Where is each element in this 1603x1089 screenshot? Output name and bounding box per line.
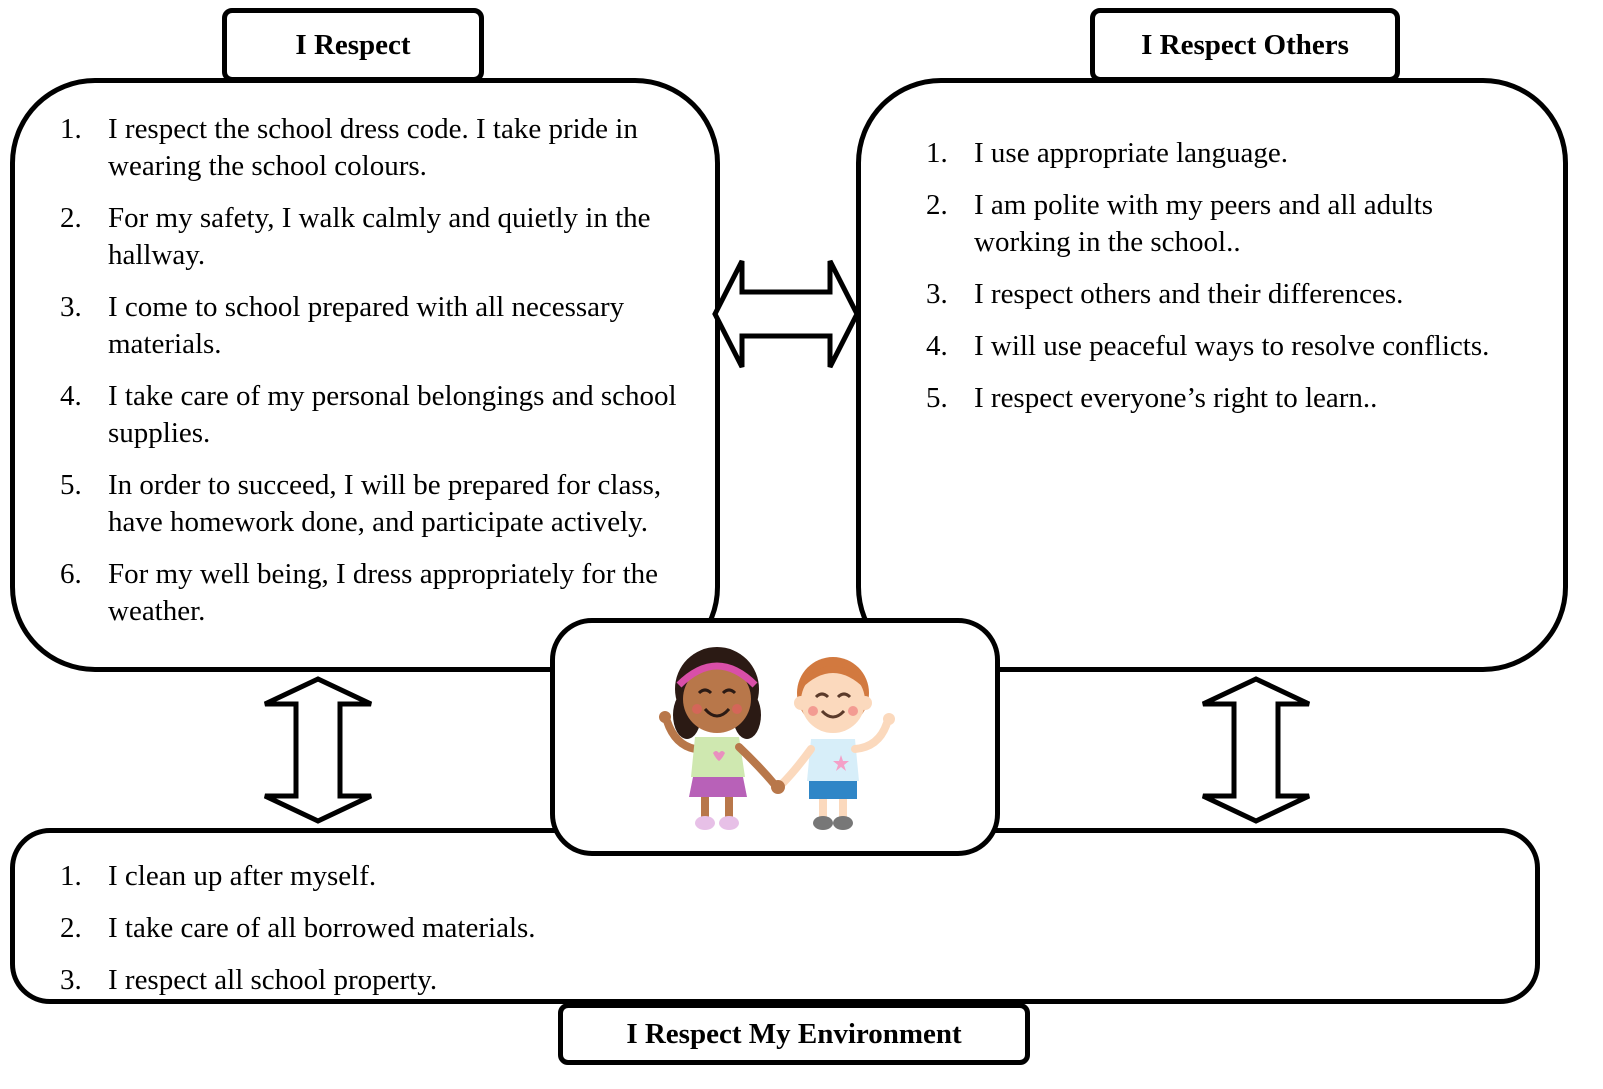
left-vertical-double-arrow-icon xyxy=(263,676,373,824)
list-item: 2.I am polite with my peers and all adul… xyxy=(926,189,1434,258)
others-title: I Respect Others xyxy=(1090,8,1400,82)
respect-list: 1.I respect the school dress code. I tak… xyxy=(60,111,680,645)
girl-icon xyxy=(659,647,779,830)
list-item: 2.I take care of all borrowed materials. xyxy=(60,912,536,944)
others-list: 1.I use appropriate language. 2.I am pol… xyxy=(926,135,1526,432)
respect-title: I Respect xyxy=(222,8,484,82)
list-item: 2.For my safety, I walk calmly and quiet… xyxy=(60,202,651,271)
horizontal-double-arrow-icon xyxy=(712,259,860,369)
environment-list: 1.I clean up after myself. 2.I take care… xyxy=(60,858,1260,999)
list-item: 1.I clean up after myself. xyxy=(60,860,377,892)
list-item: 4.I take care of my personal belongings … xyxy=(60,380,677,449)
right-vertical-double-arrow-icon xyxy=(1201,676,1311,824)
list-item: 1.I respect the school dress code. I tak… xyxy=(60,113,638,182)
environment-title: I Respect My Environment xyxy=(558,1003,1030,1065)
list-item: 3.I come to school prepared with all nec… xyxy=(60,291,625,360)
list-item: 4.I will use peaceful ways to resolve co… xyxy=(926,330,1490,362)
environment-box: 1.I clean up after myself. 2.I take care… xyxy=(10,828,1540,1004)
list-item: 5.I respect everyone’s right to learn.. xyxy=(926,382,1378,414)
kids-holding-hands-icon xyxy=(659,647,895,830)
list-item: 3.I respect all school property. xyxy=(60,964,438,996)
respect-box: 1.I respect the school dress code. I tak… xyxy=(10,78,720,672)
list-item: 5.In order to succeed, I will be prepare… xyxy=(60,469,662,538)
kids-illustration-box xyxy=(550,618,1000,856)
list-item: 6.For my well being, I dress appropriate… xyxy=(60,558,659,627)
others-box: 1.I use appropriate language. 2.I am pol… xyxy=(856,78,1568,672)
list-item: 3.I respect others and their differences… xyxy=(926,278,1404,310)
boy-icon xyxy=(771,657,895,830)
list-item: 1.I use appropriate language. xyxy=(926,137,1289,169)
